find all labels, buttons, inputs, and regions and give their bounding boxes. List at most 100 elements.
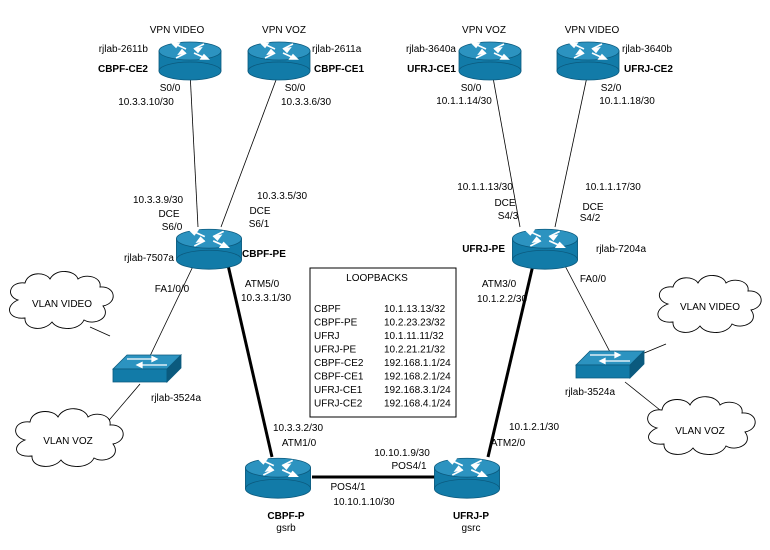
cloud-icon <box>9 271 114 329</box>
vlan-cloud-right-voz: VLAN VOZ <box>647 396 756 455</box>
router-cbpf-ce2 <box>158 41 222 81</box>
cbpf-ce1-name: CBPF-CE1 <box>314 64 364 75</box>
ufrj-ce2-name: UFRJ-CE2 <box>624 64 673 75</box>
cloud-icon <box>647 396 756 455</box>
router-cbpf-pe <box>175 228 243 270</box>
link-switch-vlan-video <box>89 326 111 337</box>
p-atm-ip: 10.3.3.2/30 <box>273 423 323 434</box>
up-pos-interface: POS4/1 <box>391 461 426 472</box>
switch-right-host: rjlab-3524a <box>565 387 615 398</box>
upe-atm-ip: 10.1.2.2/30 <box>477 294 527 305</box>
vlan-video-label: VLAN VIDEO <box>32 299 92 310</box>
upe-s43-interface: S4/3 <box>498 211 519 222</box>
upe-s42-ip: 10.1.1.17/30 <box>585 182 641 193</box>
pe-atm-ip: 10.3.3.1/30 <box>241 293 291 304</box>
upe-s42-interface: S4/2 <box>580 213 601 224</box>
link-uce2-upe <box>554 71 589 228</box>
link-switch-vlan-voz <box>104 383 141 426</box>
vlan-cloud-left-video: VLAN VIDEO <box>9 271 114 329</box>
loopback-name: UFRJ-CE1 <box>314 385 363 396</box>
cbpf-ce1-host: rjlab-2611a <box>312 44 362 55</box>
loopback-ip: 192.168.3.1/24 <box>384 385 451 396</box>
ufrj-ce2-service: VPN VIDEO <box>565 25 620 36</box>
p-atm-interface: ATM1/0 <box>282 438 317 449</box>
pe-s61-ip: 10.3.3.5/30 <box>257 191 307 202</box>
router-ufrj-ce2 <box>556 41 620 81</box>
p-pos-interface: POS4/1 <box>330 482 365 493</box>
router-icon <box>244 457 312 499</box>
switch-left <box>112 354 182 383</box>
router-ufrj-p <box>433 457 501 499</box>
loopback-name: CBPF-PE <box>314 318 358 329</box>
up-atm-ip: 10.1.2.1/30 <box>509 422 559 433</box>
device-labels: VPN VIDEO rjlab-2611b CBPF-CE2 VPN VOZ r… <box>98 25 673 534</box>
cloud-icon <box>657 275 762 333</box>
cbpf-pe-name: CBPF-PE <box>242 249 286 260</box>
loopback-name: CBPF-CE1 <box>314 372 364 383</box>
ufrj-ce1-name: UFRJ-CE1 <box>407 64 456 75</box>
cloud-icon <box>15 408 124 467</box>
pe-s60-ip: 10.3.3.9/30 <box>133 195 183 206</box>
loopback-name: CBPF-CE2 <box>314 358 364 369</box>
loopback-ip: 192.168.2.1/24 <box>384 372 451 383</box>
link-uce1-upe <box>491 71 521 228</box>
up-atm-interface: ATM2/0 <box>491 438 526 449</box>
loopback-name: UFRJ <box>314 331 340 342</box>
ce1-ip: 10.3.3.6/30 <box>281 97 331 108</box>
loopback-ip: 192.168.4.1/24 <box>384 399 451 410</box>
ce2-interface: S0/0 <box>160 83 181 94</box>
cbpf-ce1-service: VPN VOZ <box>262 25 306 36</box>
loopback-ip: 10.1.11.11/32 <box>384 331 444 342</box>
up-pos-ip: 10.10.1.9/30 <box>374 448 430 459</box>
ufrj-p-name: UFRJ-P <box>453 511 489 522</box>
loopback-name: UFRJ-PE <box>314 345 357 356</box>
router-icon <box>247 41 311 81</box>
switch-right <box>575 350 645 379</box>
cbpf-ce2-name: CBPF-CE2 <box>98 64 148 75</box>
pe-fa-interface: FA1/0/0 <box>155 284 190 295</box>
p-pos-ip: 10.10.1.10/30 <box>333 497 395 508</box>
vlan-voz-label: VLAN VOZ <box>43 436 92 447</box>
link-upe-switch <box>561 259 611 353</box>
loopbacks-title: LOOPBACKS <box>346 273 408 284</box>
uce1-ip: 10.1.1.14/30 <box>436 96 492 107</box>
link-ce1-pe <box>220 71 280 228</box>
links <box>89 71 667 479</box>
router-icon <box>511 228 579 270</box>
router-icon <box>175 228 243 270</box>
pe-s61-interface: S6/1 <box>249 219 270 230</box>
upe-atm-interface: ATM3/0 <box>482 279 517 290</box>
ce2-ip: 10.3.3.10/30 <box>118 97 174 108</box>
link-pe-p-atm <box>226 264 274 458</box>
vlan-voz-label: VLAN VOZ <box>675 426 724 437</box>
upe-s42-dce: DCE <box>582 202 603 213</box>
loopback-name: UFRJ-CE2 <box>314 399 363 410</box>
cbpf-ce2-host: rjlab-2611b <box>99 44 149 55</box>
cbpf-ce2-service: VPN VIDEO <box>150 25 205 36</box>
pe-atm-interface: ATM5/0 <box>245 279 280 290</box>
uce2-ip: 10.1.1.18/30 <box>599 96 655 107</box>
switch-icon <box>112 354 182 383</box>
ufrj-ce1-host: rjlab-3640a <box>406 44 456 55</box>
link-ce2-pe <box>189 71 199 228</box>
router-cbpf-ce1 <box>247 41 311 81</box>
pe-s60-dce: DCE <box>158 209 179 220</box>
router-icon <box>433 457 501 499</box>
router-icon <box>158 41 222 81</box>
ufrj-p-host: gsrc <box>462 523 481 534</box>
link-switch-vlan-voz-r <box>624 381 661 411</box>
link-upe-up-atm <box>486 264 535 458</box>
cbpf-p-name: CBPF-P <box>267 511 305 522</box>
ufrj-ce2-host: rjlab-3640b <box>622 44 672 55</box>
ufrj-pe-name: UFRJ-PE <box>462 244 505 255</box>
vlan-cloud-right-video: VLAN VIDEO <box>657 275 762 333</box>
vlan-video-label: VLAN VIDEO <box>680 302 740 313</box>
cbpf-p-host: gsrb <box>276 523 296 534</box>
interface-labels: S0/0 10.3.3.10/30 S0/0 10.3.3.6/30 S0/0 … <box>118 83 655 508</box>
switch-icon <box>575 350 645 379</box>
link-pe-switch <box>149 259 197 357</box>
loopback-ip: 10.2.21.21/32 <box>384 345 446 356</box>
